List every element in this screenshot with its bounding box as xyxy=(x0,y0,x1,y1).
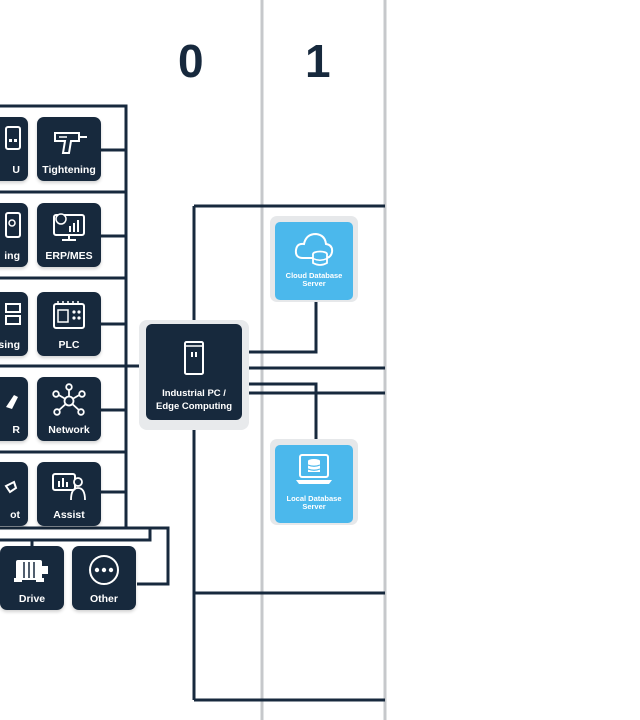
display-icon xyxy=(5,126,21,150)
network-icon xyxy=(52,383,86,416)
device-label: ot xyxy=(10,509,20,521)
device-label: R xyxy=(12,424,20,436)
cabinet-icon xyxy=(184,341,204,375)
robot-icon xyxy=(4,480,18,494)
device-label: Network xyxy=(48,424,90,436)
device-label: U xyxy=(12,164,20,176)
device-label: PLC xyxy=(58,339,80,351)
cloud-server-label: Cloud Database Server xyxy=(275,272,353,288)
device-tile-robot[interactable]: ot xyxy=(0,462,28,526)
device-tile-processing[interactable]: sing xyxy=(0,292,28,356)
device-tile-assist[interactable]: Assist xyxy=(37,462,101,526)
device-tile-erp-mes[interactable]: ERP/MES xyxy=(37,203,101,267)
device-tile-other[interactable]: Other xyxy=(72,546,136,610)
ellipsis-icon xyxy=(89,555,119,585)
monitor-chart-icon xyxy=(53,213,85,241)
hub-label: Industrial PC / Edge Computing xyxy=(146,387,242,413)
device-tile-network[interactable]: Network xyxy=(37,377,101,441)
device-label: ERP/MES xyxy=(45,250,93,262)
device-label: Drive xyxy=(18,593,46,605)
laptop-database-icon xyxy=(296,454,332,484)
device-tile-ar[interactable]: R xyxy=(0,377,28,441)
local-server-label: Local Database Server xyxy=(275,495,353,511)
assist-icon xyxy=(52,473,86,501)
column-number-0: 0 xyxy=(178,35,204,87)
hub-label-line2: Edge Computing xyxy=(156,401,232,412)
hub-label-line1: Industrial PC / xyxy=(162,388,226,399)
cloud-server-label-line1: Cloud Database xyxy=(285,271,343,280)
screwdriver-icon xyxy=(54,132,87,154)
device-label: ing xyxy=(4,250,20,262)
device-label: Assist xyxy=(53,509,85,521)
plc-icon xyxy=(53,301,85,329)
cloud-database-icon xyxy=(294,232,334,266)
device-tile-machining[interactable]: ing xyxy=(0,203,28,267)
device-tile-drive[interactable]: Drive xyxy=(0,546,64,610)
local-database-server[interactable]: Local Database Server xyxy=(275,445,353,523)
cloud-server-label-line2: Server xyxy=(302,279,326,288)
cloud-database-server[interactable]: Cloud Database Server xyxy=(275,222,353,300)
motor-icon xyxy=(14,560,48,582)
local-server-label-line2: Server xyxy=(302,502,326,511)
device-tile-tightening[interactable]: Tightening xyxy=(37,117,101,181)
device-label: sing xyxy=(0,339,20,351)
device-tile-plc[interactable]: PLC xyxy=(37,292,101,356)
rack-icon xyxy=(5,303,21,325)
industrial-pc-hub[interactable]: Industrial PC / Edge Computing xyxy=(146,324,242,420)
device-tile-hmi[interactable]: U xyxy=(0,117,28,181)
column-number-1: 1 xyxy=(305,35,331,87)
device-label: Tightening xyxy=(42,164,96,176)
machine-icon xyxy=(5,212,21,238)
device-label: Other xyxy=(89,593,118,605)
laptop-icon xyxy=(6,395,18,409)
local-server-label-line1: Local Database xyxy=(286,494,342,503)
